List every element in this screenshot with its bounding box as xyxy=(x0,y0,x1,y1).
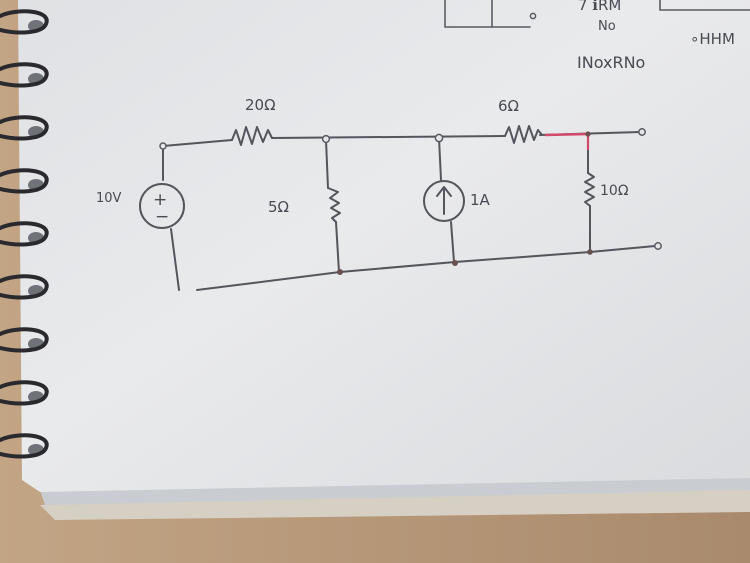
resistor-5-zigzag xyxy=(327,187,341,223)
resistor-20-zigzag xyxy=(231,126,273,146)
spiral-ring xyxy=(0,221,49,247)
current-source-symbol xyxy=(423,180,465,222)
wire-shunt-5-bottom xyxy=(335,221,340,273)
wire-isrc-bottom xyxy=(450,221,455,263)
node-terminal-bottom xyxy=(654,242,662,250)
notebook-page xyxy=(18,0,750,492)
node-bottom-5ohm xyxy=(337,269,343,275)
note-fragment-2: No xyxy=(598,19,616,34)
resistor-20-label: 20Ω xyxy=(245,96,276,114)
node-top-isrc xyxy=(434,133,444,143)
spiral-ring xyxy=(0,115,49,141)
wire-top-left xyxy=(162,139,233,147)
spiral-ring xyxy=(0,274,49,300)
spiral-ring xyxy=(0,168,49,194)
wire-source-bottom xyxy=(170,228,180,291)
spiral-ring xyxy=(0,433,49,459)
voltage-source-label: 10V xyxy=(96,191,122,206)
voltage-source-plus: + xyxy=(153,190,167,210)
current-source-arrow xyxy=(436,186,452,215)
node-terminal-top xyxy=(638,128,646,136)
voltage-source-symbol xyxy=(139,183,185,229)
note-formula: INoxRNo xyxy=(577,53,645,72)
wire-isrc-top xyxy=(438,137,442,181)
wire-top-mid xyxy=(271,135,506,139)
resistor-5-label: 5Ω xyxy=(268,198,289,216)
spiral-ring xyxy=(0,380,49,406)
wire-highlight-red xyxy=(544,132,589,137)
current-source-label: 1A xyxy=(470,191,491,209)
resistor-6-label: 6Ω xyxy=(498,97,519,115)
top-fragments: 7 ℹRM No INoxRNo ∘HHM xyxy=(444,0,750,72)
node-top-5ohm xyxy=(321,134,331,144)
spiral-ring xyxy=(0,327,49,353)
node-top-load xyxy=(585,131,591,137)
wire-shunt-5-top xyxy=(325,139,329,189)
node-bottom-load xyxy=(587,249,593,255)
spiral-binding xyxy=(0,9,49,459)
spiral-ring xyxy=(0,9,49,35)
resistor-10-zigzag xyxy=(584,172,595,207)
resistor-6-zigzag xyxy=(504,125,543,144)
spiral-ring xyxy=(0,62,49,88)
voltage-source-minus: − xyxy=(155,207,169,227)
circuit-diagram: + − 10V 20Ω 5Ω 1A 6Ω 10Ω xyxy=(96,96,662,291)
notebook-cover-edge xyxy=(40,488,750,520)
note-fragment-3: ∘HHM xyxy=(690,30,735,48)
node-top-source xyxy=(159,142,167,150)
note-fragment-1: 7 ℹRM xyxy=(578,0,621,14)
node-bottom-isrc xyxy=(452,260,458,266)
resistor-10-label: 10Ω xyxy=(600,183,629,199)
